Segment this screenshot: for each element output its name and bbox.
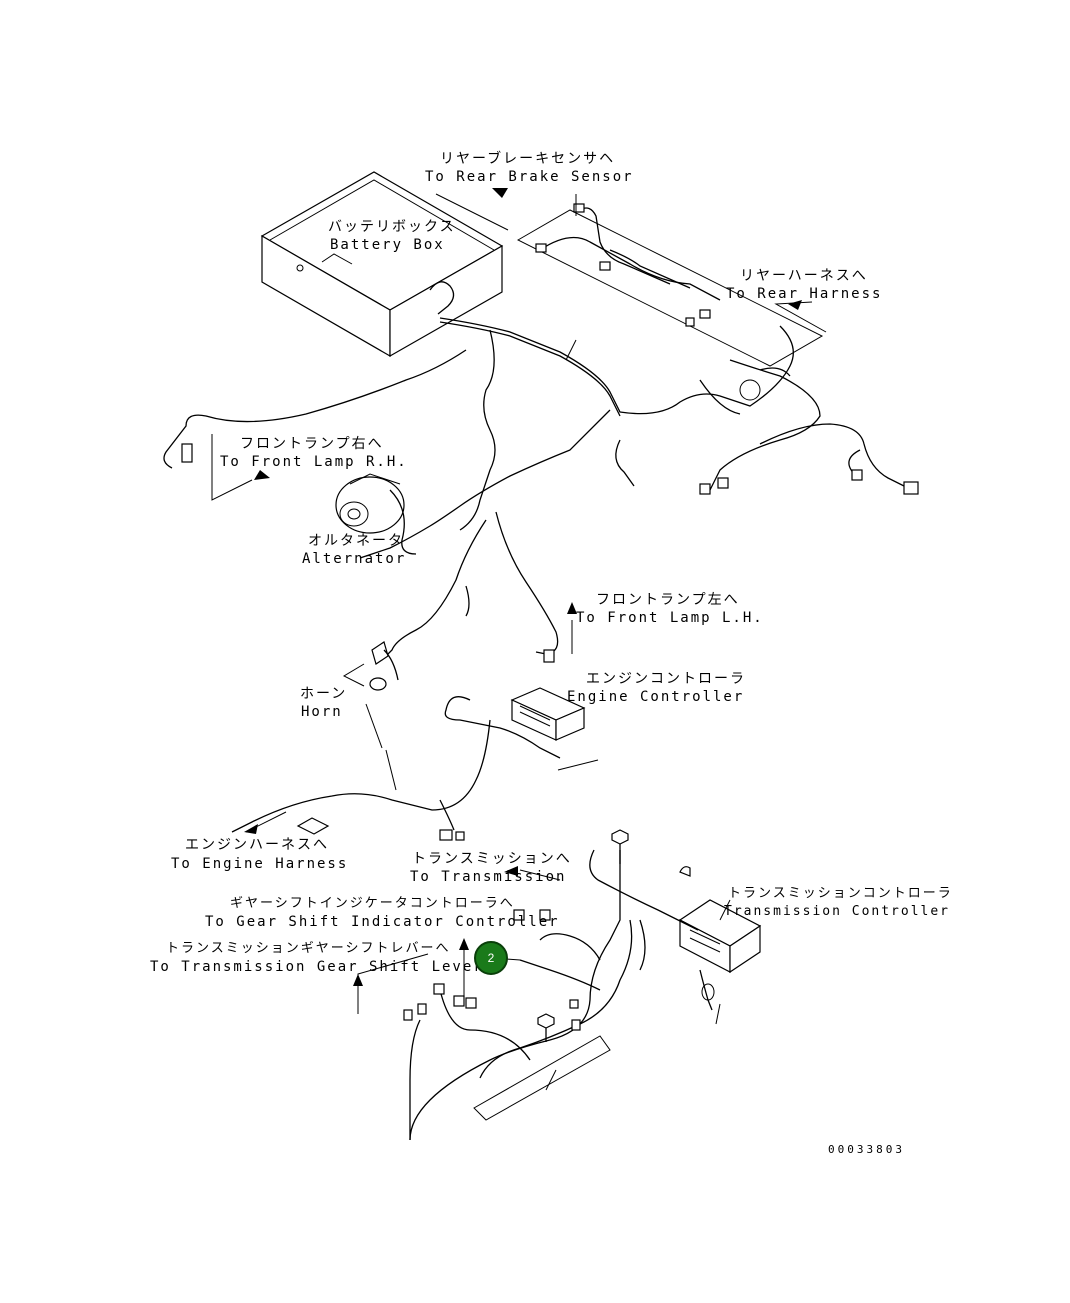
transmission-harness — [403, 829, 699, 1141]
transmission-controller-label-jp: トランスミッションコントローラ — [728, 886, 953, 901]
rear-brake-sensor-label-en: To Rear Brake Sensor — [425, 169, 634, 185]
engine-controller-drawing — [231, 687, 586, 841]
engine-controller-label-en: Engine Controller — [567, 689, 745, 705]
transmission-label-en: To Transmission — [410, 869, 567, 885]
horn-drawing — [369, 641, 399, 691]
alternator-drawing — [335, 473, 417, 555]
gear-shift-indicator-label-en: To Gear Shift Indicator Controller — [205, 914, 560, 930]
rear-harness-label-en: To Rear Harness — [726, 286, 883, 302]
battery-box-label-en: Battery Box — [330, 237, 445, 253]
horn-label-jp: ホーン — [300, 686, 348, 702]
front-lamp-rh-label-jp: フロントランプ右へ — [240, 436, 384, 452]
front-lamp-lh-label-en: To Front Lamp L.H. — [576, 610, 764, 626]
horn-label-en: Horn — [301, 704, 343, 720]
rear-harness-label-jp: リヤーハーネスへ — [740, 268, 868, 284]
battery-box-label-jp: バッテリボックス — [328, 219, 456, 235]
battery-box-drawing — [260, 171, 504, 358]
engine-harness-label-jp: エンジンハーネスへ — [185, 837, 329, 853]
alternator-label-jp: オルタネータ — [308, 533, 404, 549]
rear-harness-plate — [516, 203, 824, 367]
callout-2[interactable]: 2 — [474, 941, 508, 975]
engine-controller-label-jp: エンジンコントローラ — [586, 671, 746, 687]
gear-shift-indicator-label-jp: ギヤーシフトインジケータコントローラへ — [230, 896, 515, 911]
front-lamp-lh-label-jp: フロントランプ左へ — [596, 592, 740, 608]
gear-shift-lever-label-en: To Transmission Gear Shift Lever — [150, 959, 484, 975]
gear-shift-lever-label-jp: トランスミッションギヤーシフトレバーへ — [166, 941, 451, 956]
transmission-controller-drawing — [678, 899, 762, 1011]
transmission-controller-label-en: Transmission Controller — [724, 904, 951, 919]
front-lamp-lh-branch — [381, 511, 559, 663]
transmission-label-jp: トランスミッションへ — [412, 851, 572, 867]
drawing-number: 00033803 — [828, 1143, 905, 1156]
main-harness — [163, 317, 919, 559]
leader-lines — [211, 188, 827, 1091]
alternator-label-en: Alternator — [302, 551, 407, 567]
engine-harness-label-en: To Engine Harness — [171, 856, 349, 872]
front-lamp-rh-label-en: To Front Lamp R.H. — [220, 454, 408, 470]
rear-brake-sensor-label-jp: リヤーブレーキセンサヘ — [440, 151, 616, 167]
